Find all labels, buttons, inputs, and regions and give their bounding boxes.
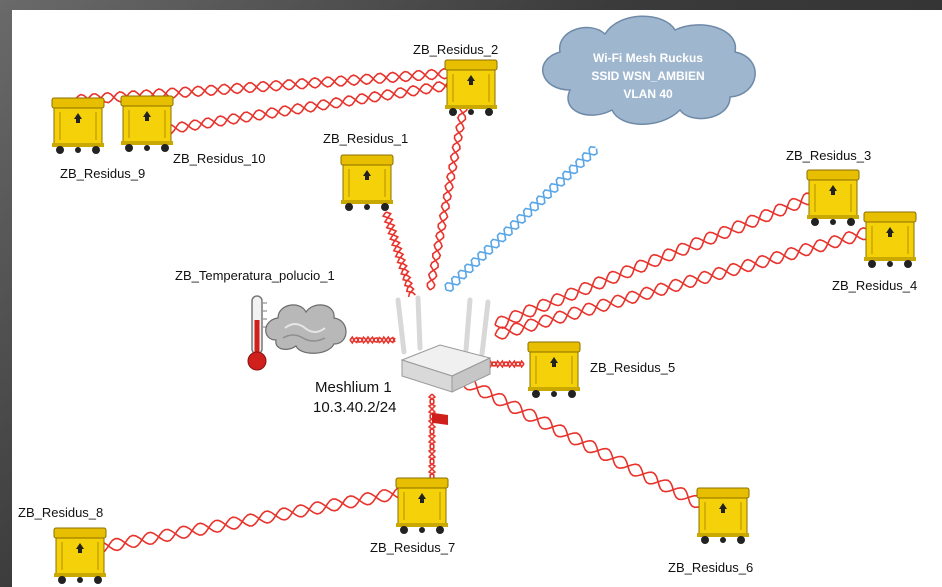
link-hub-cloud xyxy=(444,145,598,292)
bin-label-4: ZB_Residus_4 xyxy=(832,278,917,293)
temperature-pollution-sensor: ZB_Temperatura_polucio_1 xyxy=(175,268,347,371)
bin-label-9: ZB_Residus_9 xyxy=(60,166,145,181)
thermometer-icon xyxy=(247,295,267,371)
cloud-line-3: VLAN 40 xyxy=(623,87,673,101)
link-hub-bin4 xyxy=(494,223,886,340)
network-diagram: Wi-Fi Mesh Ruckus SSID WSN_AMBIEN VLAN 4… xyxy=(18,15,917,585)
link-hub-sensor xyxy=(349,335,396,345)
smog-cloud-icon xyxy=(265,304,347,354)
hub-name: Meshlium 1 xyxy=(315,379,392,396)
connection-links xyxy=(74,67,886,558)
link-bin7-bin8 xyxy=(74,483,418,558)
meshlium-router: Meshlium 1 10.3.40.2/24 xyxy=(313,295,492,425)
bin-label-3: ZB_Residus_3 xyxy=(786,148,871,163)
cloud-line-2: SSID WSN_AMBIEN xyxy=(591,69,704,83)
link-hub-bin3 xyxy=(494,186,828,329)
link-hub-bin6 xyxy=(461,377,719,517)
link-hub-bin7 xyxy=(427,393,437,478)
link-hub-bin2 xyxy=(426,94,471,291)
bin-zb-residus-3: ZB_Residus_3 xyxy=(786,148,871,227)
link-hub-bin1 xyxy=(381,211,416,298)
cloud-line-1: Wi-Fi Mesh Ruckus xyxy=(593,51,703,65)
wifi-cloud: Wi-Fi Mesh Ruckus SSID WSN_AMBIEN VLAN 4… xyxy=(542,15,756,125)
bin-label-10: ZB_Residus_10 xyxy=(173,151,266,166)
bin-zb-residus-5: ZB_Residus_5 xyxy=(527,341,675,399)
bin-label-6: ZB_Residus_6 xyxy=(668,560,753,575)
bin-label-7: ZB_Residus_7 xyxy=(370,540,455,555)
bin-zb-residus-2: ZB_Residus_2 xyxy=(413,42,498,117)
bin-label-5: ZB_Residus_5 xyxy=(590,360,675,375)
bin-zb-residus-1: ZB_Residus_1 xyxy=(323,131,408,212)
link-bin2-bin10 xyxy=(149,77,471,137)
bin-label-2: ZB_Residus_2 xyxy=(413,42,498,57)
bin-zb-residus-4: ZB_Residus_4 xyxy=(832,211,917,293)
bin-zb-residus-8: ZB_Residus_8 xyxy=(18,505,107,585)
bin-zb-residus-10: ZB_Residus_10 xyxy=(120,95,266,166)
diagram-canvas: Wi-Fi Mesh Ruckus SSID WSN_AMBIEN VLAN 4… xyxy=(12,10,942,587)
sensor-label: ZB_Temperatura_polucio_1 xyxy=(175,268,335,283)
bin-label-8: ZB_Residus_8 xyxy=(18,505,103,520)
hub-ip: 10.3.40.2/24 xyxy=(313,399,396,416)
bin-zb-residus-9: ZB_Residus_9 xyxy=(51,97,145,181)
bin-label-1: ZB_Residus_1 xyxy=(323,131,408,146)
bin-zb-residus-7: ZB_Residus_7 xyxy=(370,477,455,555)
bin-zb-residus-6: ZB_Residus_6 xyxy=(668,487,753,575)
